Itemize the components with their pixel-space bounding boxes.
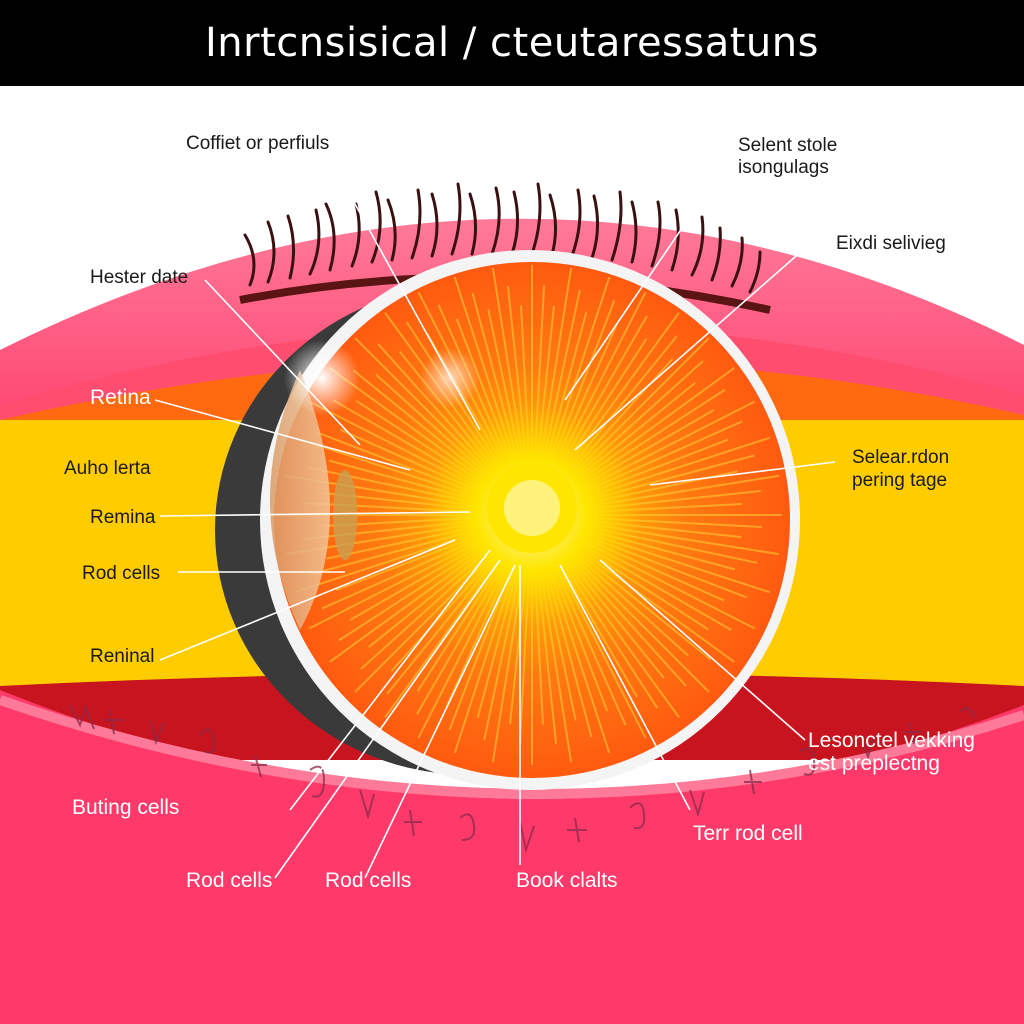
label-reninal: Reninal — [90, 646, 155, 667]
label-selent-line2: isongulags — [738, 157, 829, 178]
label-selear-line2: pering tage — [852, 470, 948, 491]
eye-illustration — [0, 86, 1024, 1024]
label-selear-line1: Selear.rdon — [852, 447, 950, 468]
diagram-title: Inrtcnsisical / cteutaressatuns — [205, 20, 819, 66]
label-terr-rod-cell: Terr rod cell — [693, 822, 803, 845]
label-lesonctel-line2: est preplectng — [808, 752, 940, 775]
label-auho: Auho lerta — [64, 458, 151, 479]
label-retina: Retina — [90, 386, 151, 409]
label-rod-cells-bottom-2: Rod cells — [325, 869, 412, 892]
label-lesonctel-line1: Lesonctel vekking — [808, 729, 975, 752]
label-rod-cells-left: Rod cells — [82, 563, 161, 584]
label-selent-line1: Selent stole — [738, 135, 838, 156]
label-hester: Hester date — [90, 267, 189, 288]
label-buting-cells: Buting cells — [72, 796, 180, 819]
label-coffiet: Coffiet or perfiuls — [186, 133, 330, 154]
title-bar: Inrtcnsisical / cteutaressatuns — [0, 0, 1024, 86]
label-remina: Remina — [90, 507, 156, 528]
eye-diagram-svg — [0, 86, 1024, 1024]
label-rod-cells-bottom-1: Rod cells — [186, 869, 273, 892]
label-book-clalts: Book clalts — [516, 869, 618, 892]
label-eixdi: Eixdi selivieg — [836, 233, 946, 254]
